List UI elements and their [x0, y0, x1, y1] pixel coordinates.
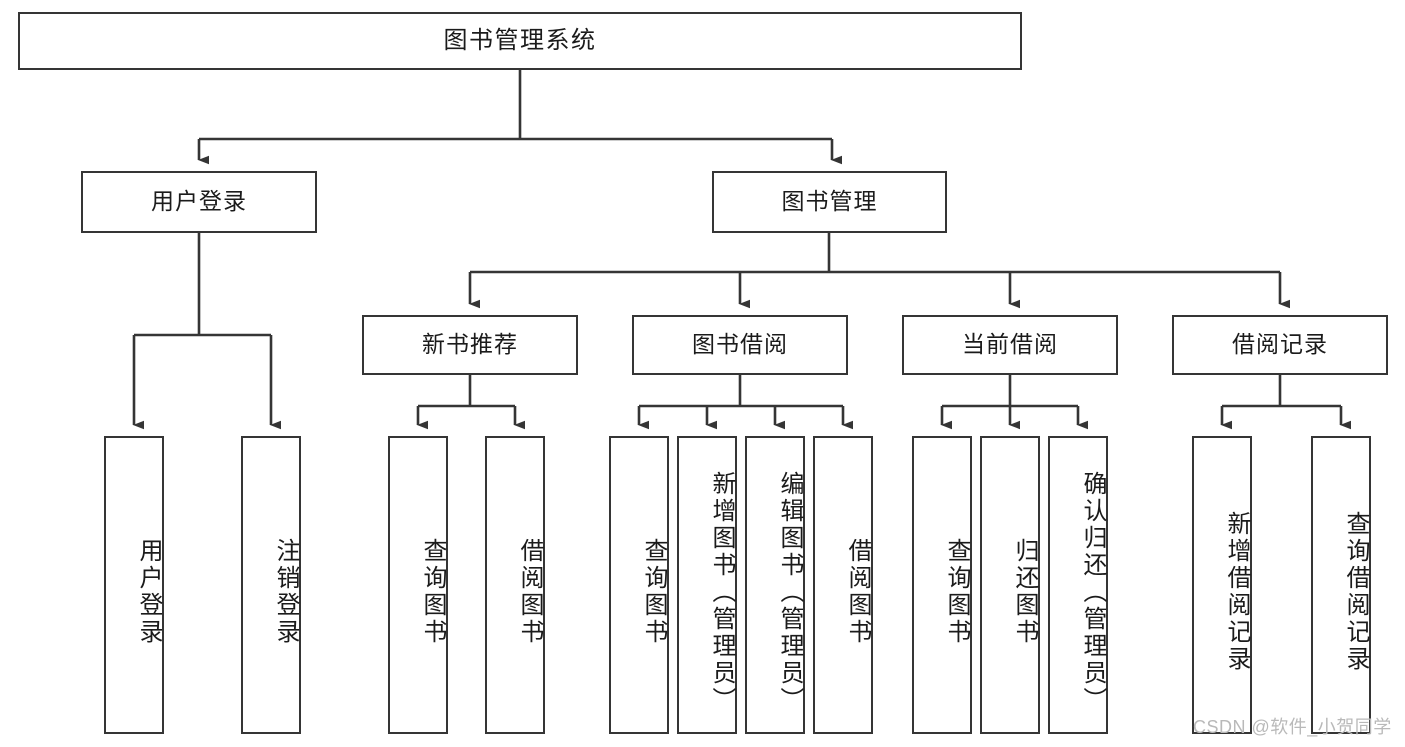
- node-book-management[interactable]: 图书管理: [712, 171, 947, 233]
- leaf-query-books-current[interactable]: 查询图书: [912, 436, 972, 734]
- node-label: 借阅图书: [844, 538, 871, 646]
- leaf-add-book-admin[interactable]: 新增图书（管理员）: [677, 436, 737, 734]
- leaf-return-books[interactable]: 归还图书: [980, 436, 1040, 734]
- leaf-query-books-borrow[interactable]: 查询图书: [609, 436, 669, 734]
- node-label: 借阅图书: [516, 538, 543, 646]
- node-root-system[interactable]: 图书管理系统: [18, 12, 1022, 70]
- leaf-borrow-books-recommend[interactable]: 借阅图书: [485, 436, 545, 734]
- node-user-login[interactable]: 用户登录: [81, 171, 317, 233]
- leaf-user-login[interactable]: 用户登录: [104, 436, 164, 734]
- node-label: 图书管理: [781, 188, 878, 215]
- node-label: 查询借阅记录: [1342, 511, 1369, 673]
- node-label: 图书借阅: [692, 331, 788, 358]
- leaf-add-borrow-record[interactable]: 新增借阅记录: [1192, 436, 1252, 734]
- node-label: 新增借阅记录: [1223, 511, 1250, 673]
- node-label: 查询图书: [943, 538, 970, 646]
- node-current-borrow[interactable]: 当前借阅: [902, 315, 1118, 375]
- node-label: 借阅记录: [1232, 331, 1328, 358]
- leaf-borrow-books[interactable]: 借阅图书: [813, 436, 873, 734]
- node-label: 用户登录: [151, 188, 247, 215]
- node-new-book-recommend[interactable]: 新书推荐: [362, 315, 578, 375]
- node-label: 注销登录: [272, 538, 299, 646]
- node-label: 查询图书: [419, 538, 446, 646]
- node-label: 归还图书: [1011, 538, 1038, 646]
- node-label: 查询图书: [640, 538, 667, 646]
- node-label: 图书管理系统: [443, 26, 597, 54]
- leaf-edit-book-admin[interactable]: 编辑图书（管理员）: [745, 436, 805, 734]
- leaf-query-borrow-record[interactable]: 查询借阅记录: [1311, 436, 1371, 734]
- node-book-borrow[interactable]: 图书借阅: [632, 315, 848, 375]
- node-label: 确认归还（管理员）: [1079, 470, 1106, 714]
- leaf-confirm-return-admin[interactable]: 确认归还（管理员）: [1048, 436, 1108, 734]
- leaf-logout[interactable]: 注销登录: [241, 436, 301, 734]
- node-label: 新书推荐: [422, 331, 518, 358]
- node-label: 用户登录: [135, 538, 162, 646]
- node-label: 编辑图书（管理员）: [776, 470, 803, 714]
- node-label: 当前借阅: [962, 331, 1058, 358]
- node-label: 新增图书（管理员）: [708, 470, 735, 714]
- leaf-query-books-recommend[interactable]: 查询图书: [388, 436, 448, 734]
- csdn-watermark: CSDN @软件_小贺同学: [1193, 717, 1392, 737]
- node-borrow-record[interactable]: 借阅记录: [1172, 315, 1388, 375]
